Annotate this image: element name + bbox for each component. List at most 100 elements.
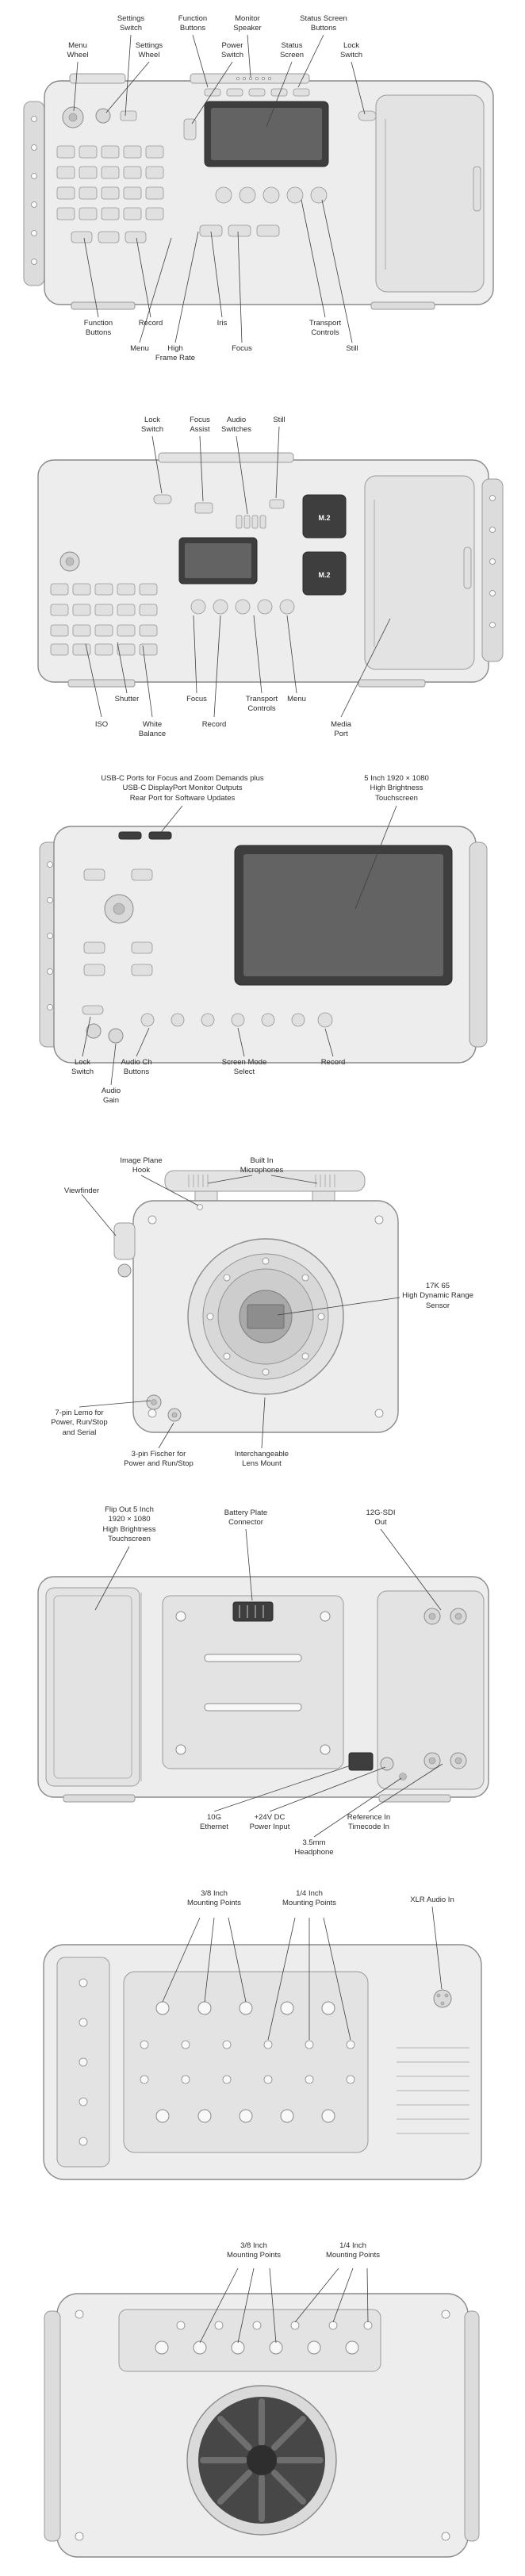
callout-still: Still — [346, 344, 358, 353]
mount-hole-3-8 — [155, 2001, 170, 2015]
leader-lines — [162, 1906, 443, 2041]
callout-transport-controls: Transport Controls — [245, 695, 278, 714]
callout-transport-controls: Transport Controls — [308, 319, 342, 338]
callout-14-mounting-points: 1/4 Inch Mounting Points — [282, 1889, 337, 1908]
camera-side-media-illustration: M.2 M.2 — [37, 426, 504, 718]
mount-hole-1-4 — [140, 2075, 149, 2084]
mount-hole-3-8 — [155, 2109, 170, 2123]
audio-switch — [236, 515, 243, 529]
callout-media-port: Media Port — [331, 720, 351, 739]
settings-switch — [120, 110, 137, 121]
mount-hole-1-4 — [346, 2040, 355, 2049]
viewfinder-mount — [113, 1222, 136, 1278]
audio-ch-button — [171, 1013, 185, 1027]
m2-badge: M.2 — [318, 514, 330, 522]
camera-bottom-illustration — [44, 2267, 480, 2558]
power-switch — [183, 118, 197, 140]
view-side-media: M.2 M.2 — [0, 381, 525, 753]
callout-record: Record — [320, 1058, 346, 1067]
callout-function-buttons-bottom: Function Buttons — [83, 319, 113, 338]
mount-hole-3-8 — [269, 2340, 283, 2355]
callout-38-mounting-points: 3/8 Inch Mounting Points — [186, 1889, 242, 1908]
callout-viewfinder: Viewfinder — [63, 1186, 100, 1195]
leader-lines — [82, 805, 397, 1086]
m2-slot-cover — [302, 494, 347, 539]
callout-flip-out-touchscreen: Flip Out 5 Inch 1920 × 1080 High Brightn… — [102, 1505, 156, 1544]
callout-record: Record — [201, 720, 227, 729]
mount-hole-1-4 — [363, 2321, 373, 2330]
screen-mode-button — [231, 1013, 245, 1027]
callout-24v-dc-input: +24V DC Power Input — [249, 1813, 290, 1832]
leader-lines — [73, 34, 366, 343]
mount-hole-3-8 — [321, 2001, 335, 2015]
callout-sensor: 17K 65 High Dynamic Range Sensor — [402, 1282, 473, 1310]
mount-hole-3-8 — [197, 2109, 212, 2123]
touchscreen — [234, 845, 453, 986]
rear-usb-ports — [118, 831, 172, 840]
audio-gain-knob — [86, 1023, 102, 1039]
callout-lock-switch: Lock Switch — [340, 41, 362, 60]
callout-white-balance: White Balance — [138, 720, 167, 739]
callout-lock-switch: Lock Switch — [141, 416, 163, 435]
cooling-fan — [186, 2385, 337, 2536]
leader-lines — [94, 1528, 443, 1838]
mount-hole-1-4 — [328, 2321, 338, 2330]
callout-7pin-lemo: 7-pin Lemo for Power, Run/Stop and Seria… — [51, 1409, 108, 1437]
top-controls — [153, 494, 285, 529]
cheese-plate — [123, 1971, 369, 2153]
callout-lock-switch: Lock Switch — [71, 1058, 94, 1077]
status-screen-cluster — [183, 77, 377, 167]
view-rear: USB-C Ports for Focus and Zoom Demands p… — [0, 753, 525, 1126]
callout-image-plane-hook: Image Plane Hook — [120, 1156, 163, 1175]
view-side-control-panel: Settings Switch Function Buttons Monitor… — [0, 0, 525, 381]
bottom-buttons — [82, 1005, 333, 1044]
control-cluster — [83, 868, 153, 976]
media-door — [364, 475, 475, 670]
callout-status-screen: Status Screen — [279, 41, 305, 60]
still-button — [269, 499, 285, 509]
microphone-grilles — [188, 1175, 335, 1187]
camera-rear-illustration — [39, 805, 488, 1086]
mount-hole-1-4 — [222, 2075, 232, 2084]
callout-menu: Menu — [130, 344, 149, 353]
callout-menu-wheel: Menu Wheel — [67, 41, 89, 60]
monitor-speaker-grille — [236, 77, 240, 81]
record-button — [317, 1012, 333, 1028]
mount-hole-1-4 — [176, 2321, 186, 2330]
view-side-battery: Flip Out 5 Inch 1920 × 1080 High Brightn… — [0, 1499, 525, 1872]
transport-controls — [190, 599, 295, 615]
media-door — [375, 94, 485, 293]
usb-c-port — [148, 831, 172, 840]
mount-hole-1-4 — [263, 2075, 273, 2084]
screen-mode-button — [201, 1013, 215, 1027]
m2-slot-cover — [302, 551, 347, 596]
vents — [397, 2047, 469, 2134]
callout-usbc-ports: USB-C Ports for Focus and Zoom Demands p… — [101, 774, 264, 803]
mount-hole-3-8 — [239, 2001, 253, 2015]
leader-lines — [199, 2267, 369, 2344]
camera-side-control-panel-illustration — [23, 34, 494, 343]
callout-touchscreen: 5 Inch 1920 × 1080 High Brightness Touch… — [364, 774, 429, 803]
mount-hole-3-8 — [193, 2340, 207, 2355]
callout-focus-assist: Focus Assist — [190, 416, 210, 435]
callout-built-in-microphones: Built In Microphones — [240, 1156, 284, 1175]
callout-battery-plate-connector: Battery Plate Connector — [224, 1508, 268, 1528]
mount-hole-1-4 — [181, 2075, 190, 2084]
mount-hole-1-4 — [305, 2040, 314, 2049]
view-bottom: 3/8 Inch Mounting Points 1/4 Inch Mounti… — [0, 2237, 525, 2576]
callout-iso: ISO — [94, 720, 109, 729]
callout-3pin-fischer: 3-pin Fischer for Power and Run/Stop — [124, 1450, 194, 1469]
flip-out-screen — [45, 1587, 142, 1787]
mount-hole-1-4 — [222, 2040, 232, 2049]
mount-hole-3-8 — [321, 2109, 335, 2123]
lock-switch — [153, 494, 172, 504]
battery-plate — [162, 1595, 344, 1769]
callout-monitor-speaker: Monitor Speaker — [233, 14, 262, 33]
callout-shutter: Shutter — [114, 695, 140, 703]
lock-switch — [358, 110, 377, 121]
callout-screen-mode-select: Screen Mode Select — [221, 1058, 267, 1077]
mount-hole-3-8 — [197, 2001, 212, 2015]
mount-hole-1-4 — [140, 2040, 149, 2049]
mount-hole-1-4 — [346, 2075, 355, 2084]
